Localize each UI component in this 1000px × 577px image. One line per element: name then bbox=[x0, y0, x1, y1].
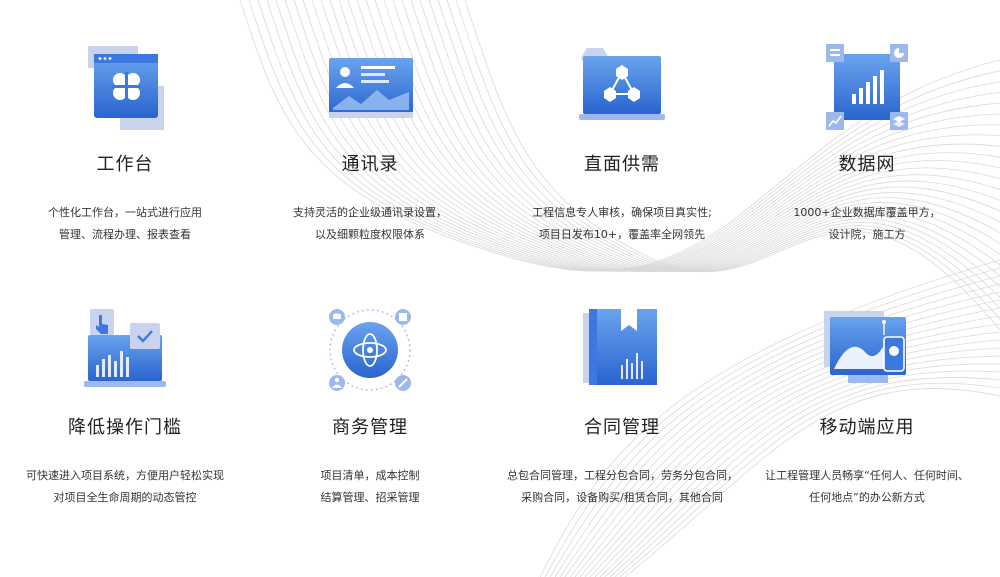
background-wave-line bbox=[428, 0, 1000, 288]
easy-operation-icon bbox=[84, 309, 166, 387]
mobile-app-icon bbox=[824, 311, 906, 383]
feature-title: 通讯录 bbox=[341, 154, 399, 175]
background-wave-line bbox=[609, 370, 1000, 577]
background-wave-line bbox=[624, 388, 1000, 577]
background-wave-line bbox=[401, 0, 1000, 272]
data-network-icon bbox=[826, 44, 908, 130]
supply-demand-icon bbox=[579, 48, 665, 120]
background-wave-line bbox=[437, 0, 1000, 298]
background-wave-line bbox=[239, 0, 1000, 272]
background-wave-line bbox=[383, 0, 1000, 272]
background-wave-line bbox=[266, 0, 1000, 272]
background-wave-line bbox=[257, 0, 1000, 272]
background-wave-line bbox=[374, 0, 1000, 272]
background-wave-line bbox=[446, 0, 1000, 309]
background-wave-line bbox=[464, 0, 1000, 331]
background-wave-line bbox=[589, 339, 1000, 577]
background-wave-line bbox=[392, 0, 1000, 272]
business-management-icon bbox=[329, 309, 411, 391]
background-wave-line bbox=[539, 259, 1000, 577]
background-wave-line bbox=[410, 0, 1000, 272]
dashboard-icon bbox=[88, 46, 164, 130]
background-wave-line bbox=[544, 267, 1000, 577]
background-wave-line bbox=[419, 0, 1000, 277]
background-wave-line bbox=[599, 355, 1000, 577]
feature-description: 总包合同管理，工程分包合同，劳务分包合同， 采购合同，设备购买/租赁合同，其他合… bbox=[507, 469, 738, 504]
contacts-icon bbox=[329, 58, 413, 118]
feature-description: 支持灵活的企业级通讯录设置， 以及细颗粒度权限体系 bbox=[293, 206, 447, 241]
feature-title: 移动端应用 bbox=[819, 417, 915, 438]
feature-title: 商务管理 bbox=[332, 417, 408, 438]
feature-description: 可快速进入项目系统，方便用户轻松实现 对项目全生命周期的动态管控 bbox=[26, 469, 224, 504]
background-wave-line bbox=[275, 0, 1000, 272]
contract-management-icon bbox=[583, 309, 657, 385]
feature-title: 直面供需 bbox=[584, 154, 660, 175]
feature-title: 工作台 bbox=[96, 154, 154, 175]
feature-description: 项目清单，成本控制 结算管理、招采管理 bbox=[320, 469, 420, 504]
feature-description: 工程信息专人审核，确保项目真实性; 项目日发布10+，覆盖率全网领先 bbox=[532, 206, 712, 241]
feature-title: 降低操作门槛 bbox=[68, 417, 182, 438]
background-wave-line bbox=[594, 347, 1000, 577]
background-wave-line bbox=[614, 377, 1000, 577]
background-wave-line bbox=[604, 363, 1000, 577]
background-wave-line bbox=[248, 0, 1000, 272]
feature-title: 数据网 bbox=[838, 154, 896, 175]
feature-description: 个性化工作台，一站式进行应用 管理、流程办理、报表查看 bbox=[48, 206, 202, 241]
background-wave-line bbox=[584, 331, 1000, 577]
background-wave-line bbox=[619, 383, 1000, 577]
background-wave-line bbox=[455, 0, 1000, 320]
feature-title: 合同管理 bbox=[584, 417, 660, 438]
feature-description: 1000+企业数据库覆盖甲方， 设计院，施工方 bbox=[793, 206, 941, 241]
feature-description: 让工程管理人员畅享“任何人、任何时间、 任何地点”的办公新方式 bbox=[765, 469, 969, 504]
